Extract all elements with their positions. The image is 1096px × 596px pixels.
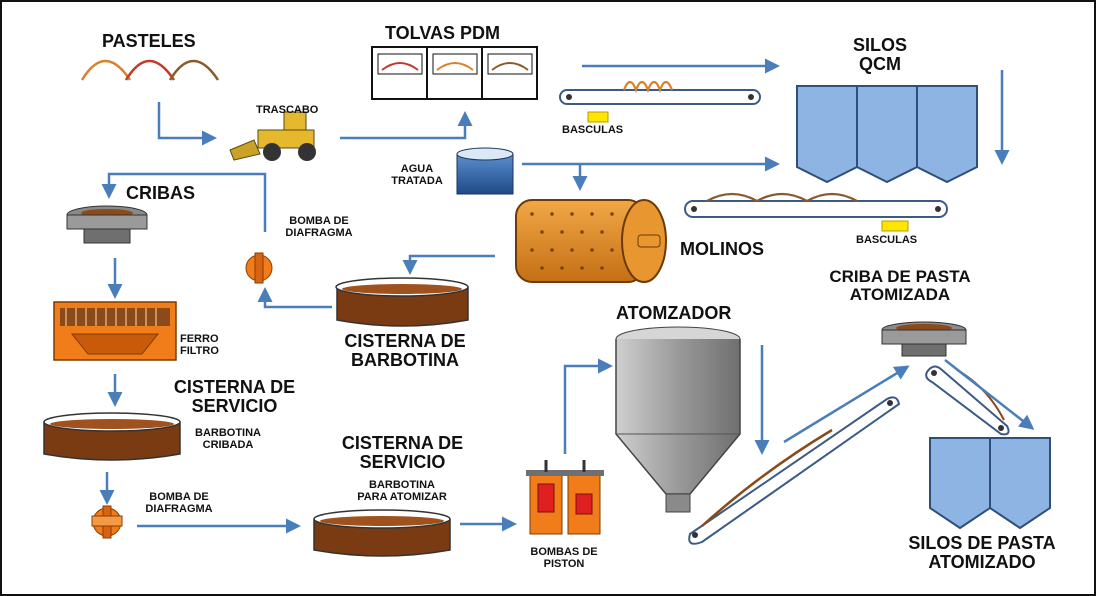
tolvas-pdm-icon	[371, 46, 538, 100]
label-pasteles: PASTELES	[102, 31, 196, 51]
agua-tratada-icon	[456, 147, 514, 195]
label-agua-line1: AGUA	[400, 163, 434, 175]
label-atomizador: ATOMZADOR	[616, 303, 732, 323]
label-basculas-top: BASCULAS	[562, 124, 624, 136]
label-barbotina-atomizar-line1: BARBOTINA	[369, 479, 435, 491]
label-cisterna-servicio-left: CISTERNA DE SERVICIO	[162, 378, 307, 416]
conveyor-diagonal	[688, 396, 901, 545]
label-barbotina-atomizar-line2: PARA ATOMIZAR	[357, 490, 447, 503]
label-cisterna-barbotina-line1: CISTERNA DE	[344, 331, 466, 351]
label-agua-tratada: AGUA TRATADA	[386, 163, 448, 187]
label-cribas: CRIBAS	[126, 183, 196, 203]
label-barbotina-atomizar: BARBOTINA PARA ATOMIZAR	[342, 479, 462, 503]
label-cisterna-barbotina: CISTERNA DE BARBOTINA	[330, 332, 480, 370]
atomizador-icon	[615, 326, 741, 513]
label-cisterna-servicio-mid-line1: CISTERNA DE	[341, 433, 464, 453]
label-silos-pasta-line1: SILOS DE PASTA	[908, 533, 1056, 553]
label-bombas-piston-line1: BOMBAS DE	[530, 546, 598, 558]
label-ferro-filtro: FERRO FILTRO	[180, 333, 219, 357]
label-cisterna-barbotina-line2: BARBOTINA	[351, 349, 459, 370]
label-silos-qcm-line2: QCM	[859, 53, 901, 74]
label-trascabo: TRASCABO	[256, 104, 319, 116]
conveyor-small-right	[925, 365, 1010, 436]
criba-pasta-icon	[881, 321, 967, 357]
label-silos-qcm: SILOS QCM	[850, 36, 910, 74]
silos-pasta-icon	[929, 437, 1051, 530]
cribas-icon	[66, 205, 148, 244]
label-basculas-right: BASCULAS	[856, 234, 918, 246]
cisterna-barbotina-icon	[335, 277, 469, 327]
label-bombas-piston-line2: PISTON	[543, 557, 585, 570]
label-cisterna-servicio-left-line1: CISTERNA DE	[173, 377, 296, 397]
conveyor-right	[684, 192, 948, 218]
molinos-icon	[515, 199, 667, 283]
label-cisterna-servicio-mid-line2: SERVICIO	[359, 451, 446, 472]
label-bombas-piston: BOMBAS DE PISTON	[524, 546, 604, 570]
silos-qcm-icon	[796, 85, 978, 184]
ferro-filtro-icon	[53, 301, 177, 361]
label-tolvas-pdm: TOLVAS PDM	[385, 23, 501, 43]
label-criba-pasta-line2: ATOMIZADA	[849, 284, 951, 304]
label-ferro-line2: FILTRO	[180, 344, 219, 357]
label-bomba-diafragma-top: BOMBA DE DIAFRAGMA	[274, 215, 364, 239]
flow-arrows	[99, 58, 1035, 534]
conveyor-top	[559, 80, 761, 105]
cisterna-servicio-mid-icon	[313, 509, 451, 557]
label-cisterna-servicio-mid: CISTERNA DE SERVICIO	[330, 434, 475, 472]
label-bomba-bottom-line1: BOMBA DE	[149, 491, 209, 503]
label-barbotina-cribada-line1: BARBOTINA	[195, 427, 261, 439]
label-agua-line2: TRATADA	[391, 174, 443, 187]
diaphragm-pump-bottom-icon	[91, 505, 123, 539]
trascabo-icon	[229, 111, 316, 161]
label-barbotina-cribada: BARBOTINA CRIBADA	[188, 427, 268, 451]
label-silos-pasta-line2: ATOMIZADO	[928, 551, 1036, 572]
label-bomba-bottom-line2: DIAFRAGMA	[145, 502, 213, 515]
label-silos-qcm-line1: SILOS	[852, 35, 907, 55]
label-barbotina-cribada-line2: CRIBADA	[202, 438, 254, 451]
label-molinos: MOLINOS	[680, 239, 764, 259]
bombas-piston-icon	[526, 460, 604, 535]
scale-right-icon	[881, 220, 909, 232]
label-criba-pasta-line1: CRIBA DE PASTA	[829, 267, 971, 286]
diaphragm-pump-top-icon	[245, 252, 273, 284]
label-silos-pasta: SILOS DE PASTA ATOMIZADO	[882, 534, 1082, 572]
scale-top-icon	[587, 111, 609, 123]
label-bomba-top-line2: DIAFRAGMA	[285, 226, 353, 239]
label-bomba-diafragma-bottom: BOMBA DE DIAFRAGMA	[134, 491, 224, 515]
label-ferro-line1: FERRO	[180, 333, 219, 345]
label-bomba-top-line1: BOMBA DE	[289, 215, 349, 227]
label-criba-pasta: CRIBA DE PASTA ATOMIZADA	[810, 268, 990, 304]
cisterna-servicio-left-icon	[43, 412, 181, 461]
label-cisterna-servicio-left-line2: SERVICIO	[191, 395, 278, 416]
pasteles-icon	[80, 59, 220, 81]
